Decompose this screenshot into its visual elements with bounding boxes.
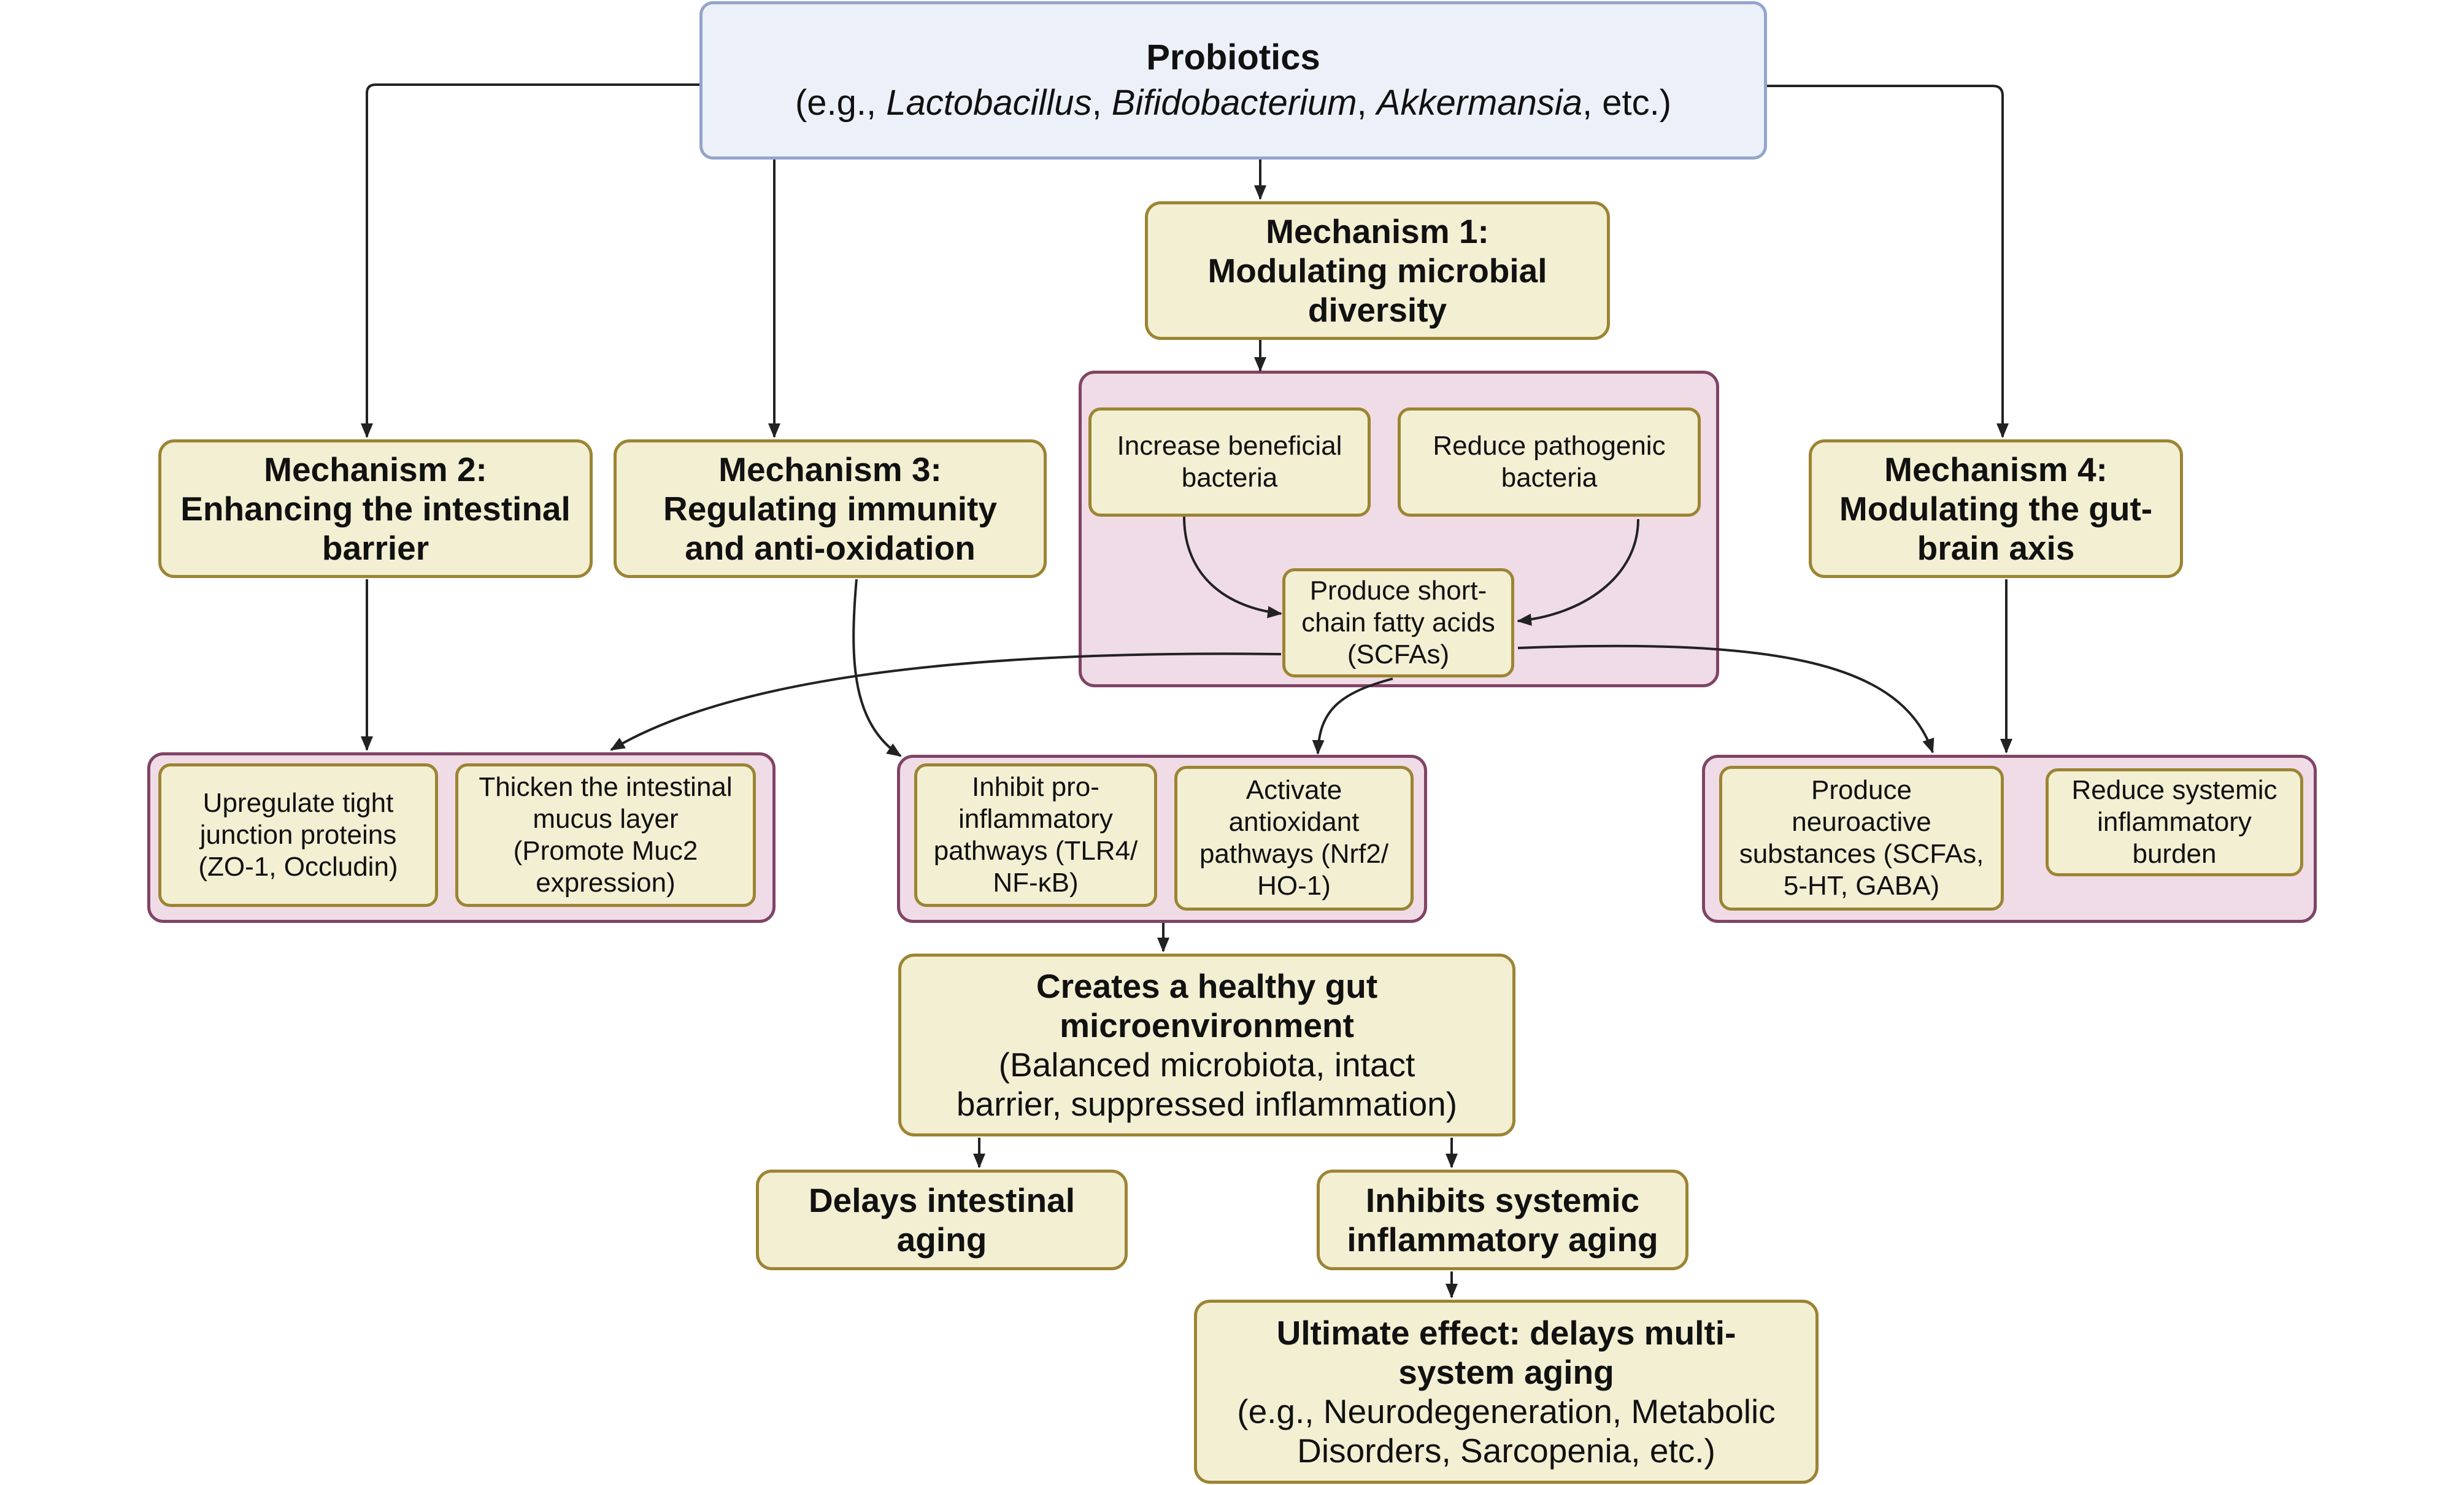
mechanism1-title-line: diversity (1307, 291, 1447, 329)
probiotics-node: Probiotics (e.g., Lactobacillus, Bifidob… (699, 1, 1767, 160)
node-text-line: bacteria (1181, 463, 1278, 493)
ultimate-effect-title-line: Ultimate effect: delays multi- (1276, 1314, 1736, 1352)
arrow-mechanism3-to-group (852, 579, 902, 757)
node-text-line: (Promote Muc2 (513, 836, 698, 866)
mechanism1-node: Mechanism 1: Modulating microbial divers… (1145, 201, 1610, 340)
ultimate-effect-detail-line: (e.g., Neurodegeneration, Metabolic (1237, 1392, 1776, 1430)
node-text-line: inflammatory (958, 804, 1113, 834)
healthy-gut-title-line: Creates a healthy gut (1036, 967, 1378, 1005)
node-text-line: HO-1) (1257, 871, 1331, 901)
ultimate-effect-node: Ultimate effect: delays multi- system ag… (1194, 1300, 1819, 1484)
mechanism2-title-line: barrier (321, 529, 429, 567)
mechanism2-node: Mechanism 2: Enhancing the intestinal ba… (158, 439, 593, 578)
node-text-line: Reduce systemic (2071, 775, 2277, 805)
probiotics-examples: (e.g., Lactobacillus, Bifidobacterium, A… (795, 83, 1672, 123)
node-text-line: aging (896, 1221, 987, 1259)
mechanism4-node: Mechanism 4: Modulating the gut- brain a… (1809, 439, 2183, 578)
ultimate-effect-detail-line: Disorders, Sarcopenia, etc.) (1297, 1432, 1715, 1470)
node-text-line: inflammatory (2097, 807, 2252, 837)
mechanism3-title-line: and anti-oxidation (685, 529, 976, 567)
node-text-line: neuroactive (1792, 807, 1931, 837)
mechanism2-title-line: Enhancing the intestinal (180, 490, 571, 528)
node-text-line: Upregulate tight (202, 788, 394, 818)
healthy-gut-title-line: microenvironment (1060, 1006, 1354, 1044)
mechanism3-label: Mechanism 3: (718, 450, 942, 488)
node-text-line: (ZO-1, Occludin) (198, 852, 398, 882)
node-text-line: NF-κB) (993, 868, 1079, 898)
node-text-line: Inhibits systemic (1365, 1181, 1640, 1219)
thicken-mucus-layer-node: Thicken the intestinal mucus layer (Prom… (455, 763, 756, 907)
reduce-pathogenic-bacteria-node: Reduce pathogenic bacteria (1398, 407, 1701, 517)
inhibit-proinflammatory-node: Inhibit pro- inflammatory pathways (TLR4… (914, 763, 1157, 907)
node-text-line: Produce short- (1309, 576, 1487, 606)
delays-intestinal-aging-node: Delays intestinal aging (756, 1170, 1128, 1270)
upregulate-tight-junction-node: Upregulate tight junction proteins (ZO-1… (158, 763, 438, 907)
node-text-line: antioxidant (1228, 807, 1360, 837)
mechanism1-title-line: Modulating microbial (1207, 252, 1547, 290)
node-text-line: burden (2132, 839, 2217, 869)
node-text-line: Reduce pathogenic (1433, 431, 1666, 461)
node-text-line: Delays intestinal (808, 1181, 1076, 1219)
example-bifidobacterium: Bifidobacterium (1111, 83, 1357, 123)
mechanism4-title-line: Modulating the gut- (1839, 490, 2153, 528)
node-text-line: pathways (Nrf2/ (1199, 839, 1389, 869)
healthy-gut-detail-line: (Balanced microbiota, intact (998, 1046, 1415, 1084)
arrow-probiotics-to-mechanism4 (1767, 85, 2009, 438)
ultimate-effect-title-line: system aging (1398, 1353, 1614, 1391)
node-text-line: inflammatory aging (1347, 1221, 1658, 1259)
arrow-probiotics-to-mechanism2 (361, 83, 699, 438)
produce-neuroactive-node: Produce neuroactive substances (SCFAs, 5… (1719, 766, 2004, 911)
healthy-gut-detail-line: barrier, suppressed inflammation) (956, 1085, 1458, 1123)
inhibits-systemic-aging-node: Inhibits systemic inflammatory aging (1317, 1170, 1688, 1270)
mechanism3-node: Mechanism 3: Regulating immunity and ant… (614, 439, 1047, 578)
produce-scfas-node: Produce short- chain fatty acids (SCFAs) (1282, 568, 1514, 677)
examples-suffix: , etc.) (1582, 83, 1672, 123)
healthy-gut-node: Creates a healthy gut microenvironment (… (898, 954, 1515, 1136)
node-text-line: chain fatty acids (1301, 608, 1495, 638)
node-text-line: 5-HT, GABA) (1783, 871, 1940, 901)
node-text-line: Thicken the intestinal (479, 772, 733, 802)
node-text-line: expression) (536, 868, 676, 898)
node-text-line: mucus layer (533, 804, 679, 834)
node-text-line: (SCFAs) (1347, 639, 1450, 669)
increase-beneficial-bacteria-node: Increase beneficial bacteria (1088, 407, 1371, 517)
mechanism4-label: Mechanism 4: (1884, 450, 2108, 488)
arrow-scfas-to-mechanism3-group (1312, 677, 1393, 755)
node-text-line: pathways (TLR4/ (933, 836, 1138, 866)
reduce-inflammatory-burden-node: Reduce systemic inflammatory burden (2046, 768, 2303, 876)
mechanism4-title-line: brain axis (1917, 529, 2075, 567)
example-akkermansia: Akkermansia (1376, 83, 1583, 123)
node-text-line: Inhibit pro- (972, 772, 1099, 802)
examples-prefix: (e.g., (795, 83, 887, 123)
mechanism1-label: Mechanism 1: (1266, 212, 1489, 250)
mechanism2-label: Mechanism 2: (264, 450, 487, 488)
example-lactobacillus: Lactobacillus (886, 83, 1092, 123)
node-text-line: Produce (1811, 775, 1912, 805)
node-text-line: junction proteins (199, 820, 397, 850)
mechanism3-title-line: Regulating immunity (663, 490, 997, 528)
node-text-line: bacteria (1501, 463, 1598, 493)
activate-antioxidant-node: Activate antioxidant pathways (Nrf2/ HO-… (1174, 766, 1414, 911)
node-text-line: Activate (1245, 775, 1342, 805)
node-text-line: Increase beneficial (1117, 431, 1342, 461)
probiotics-title: Probiotics (1146, 37, 1320, 77)
node-text-line: substances (SCFAs, (1739, 839, 1984, 869)
